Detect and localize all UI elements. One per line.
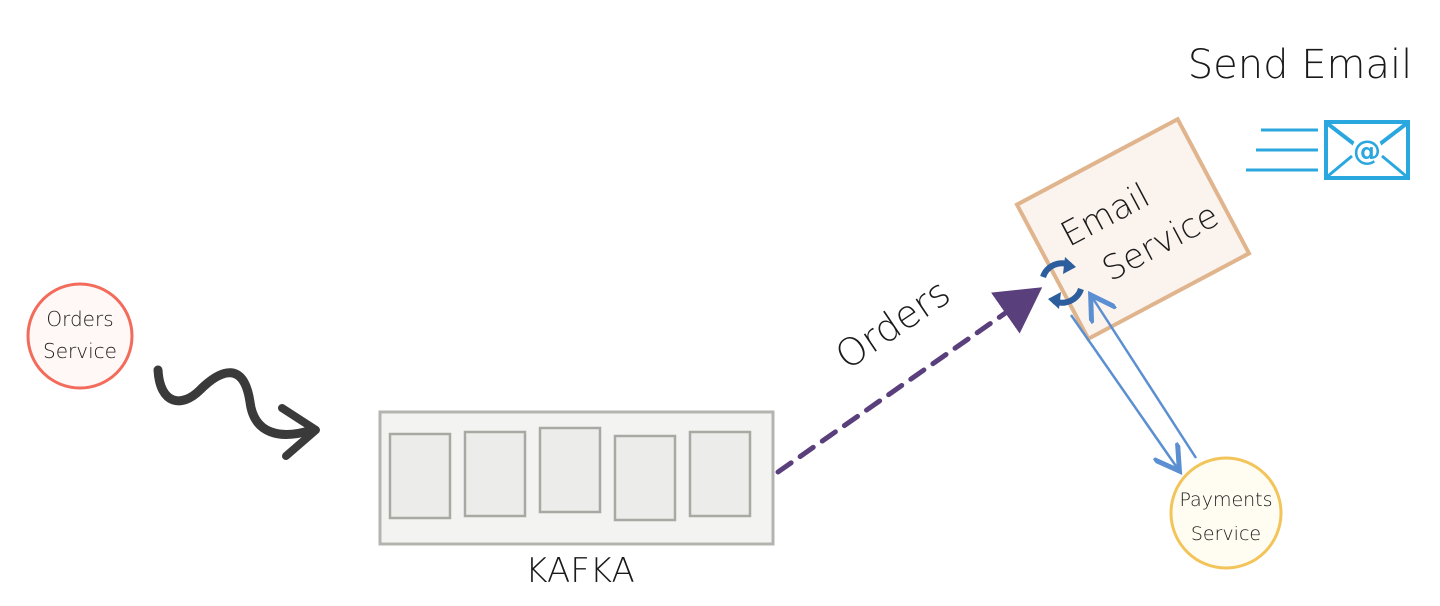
payments-service-node: Payments Service <box>1169 456 1283 570</box>
payments-service-label-line2: Service <box>1191 523 1261 545</box>
email-at-icon: @ <box>1246 120 1410 180</box>
email-service-box <box>1014 116 1252 342</box>
email-payments-arrows <box>1069 297 1198 469</box>
email-service-node: Email Service <box>1014 116 1252 342</box>
refresh-cycle-icon <box>1040 257 1084 309</box>
svg-text:@: @ <box>1353 134 1381 167</box>
kafka-partition-cell <box>388 432 452 520</box>
orders-service-node: Orders Service <box>26 282 134 390</box>
kafka-node: KAFKA <box>378 410 775 591</box>
orders-to-kafka-arrow <box>153 365 320 460</box>
kafka-partition-cell <box>463 430 527 518</box>
orders-service-label-line1: Orders <box>46 307 113 331</box>
kafka-partition-cell <box>538 426 602 514</box>
payments-service-label-line1: Payments <box>1179 489 1272 511</box>
kafka-partition-cell <box>688 430 752 518</box>
email-to-payments-arrow <box>1069 314 1178 469</box>
kafka-to-email-arrow: Orders <box>775 270 1043 475</box>
send-email-title: Send Email <box>1188 42 1412 88</box>
kafka-partition-cell <box>613 434 677 522</box>
orders-service-label-line2: Service <box>43 339 117 363</box>
payments-service-circle <box>1169 456 1283 570</box>
kafka-label: KAFKA <box>525 551 634 591</box>
payments-to-email-arrow <box>1092 297 1198 459</box>
kafka-partitions <box>388 426 752 522</box>
orders-service-circle <box>26 282 134 390</box>
